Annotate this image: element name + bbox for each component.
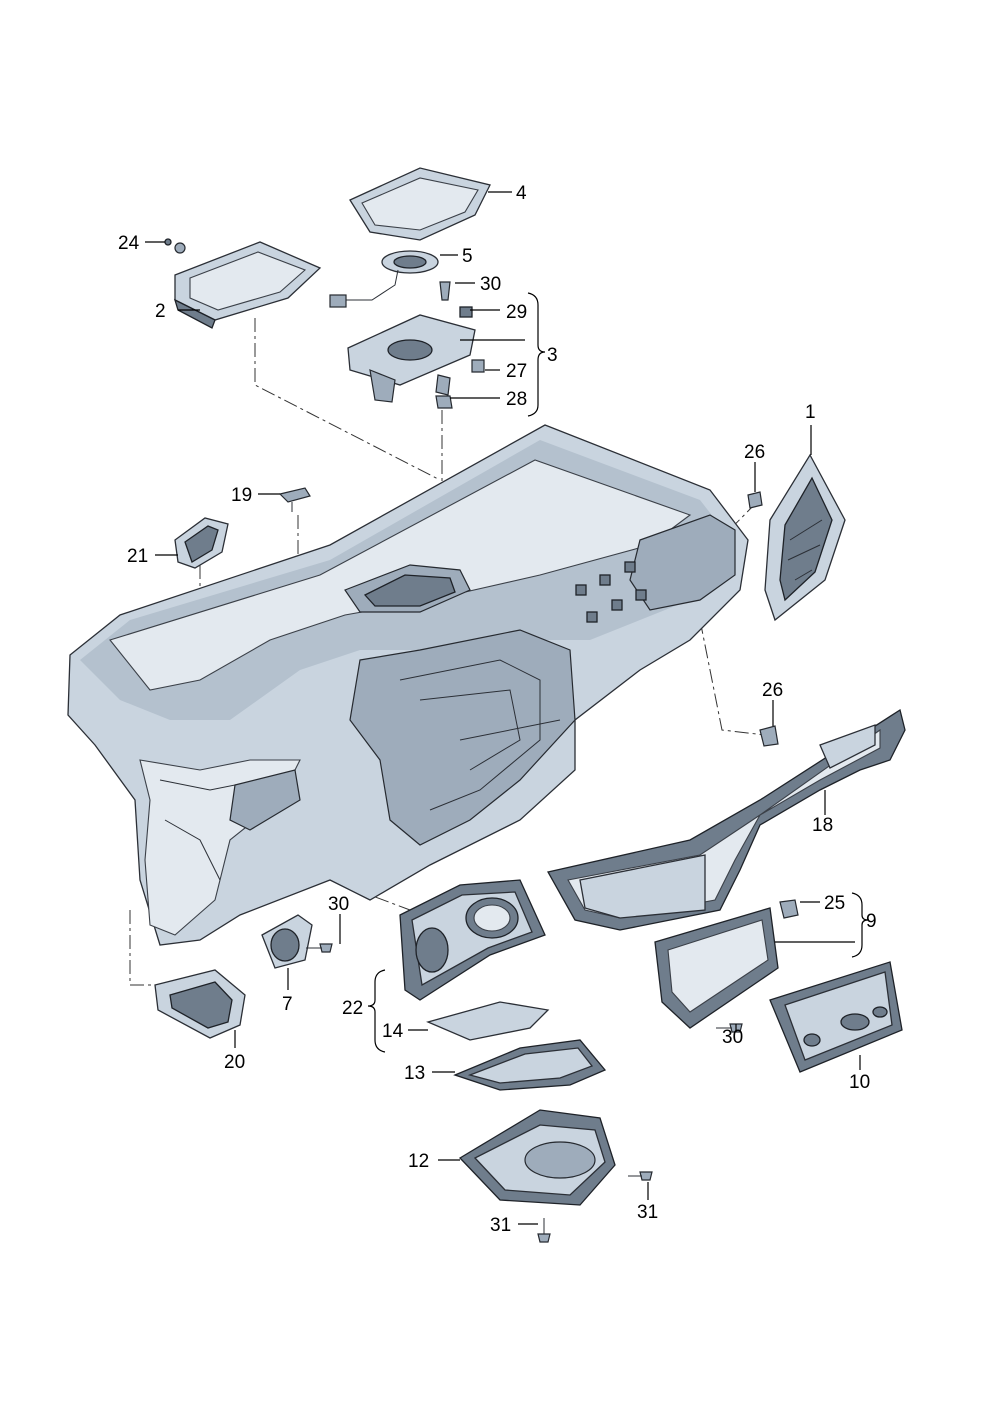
- callout-22: 22: [342, 998, 363, 1019]
- callout-14: 14: [382, 1021, 404, 1042]
- callout-20: 20: [224, 1052, 245, 1073]
- callout-27: 27: [506, 361, 527, 382]
- callout-5: 5: [462, 246, 473, 267]
- part-13-column-cover-upper: [453, 1039, 607, 1091]
- callout-12: 12: [408, 1151, 429, 1172]
- part-5-speaker: [329, 250, 439, 308]
- part-18-decor-trim: [547, 708, 906, 931]
- part-9-climate-frame: [654, 899, 799, 1029]
- dashboard-body: [67, 424, 749, 946]
- callout-19: 19: [231, 485, 252, 506]
- callout-21: 21: [127, 546, 148, 567]
- part-3-speaker-bracket: [347, 314, 476, 403]
- part-10-control-panel: [769, 961, 903, 1073]
- callout-9: 9: [866, 911, 877, 932]
- small-clips-group-3: [435, 281, 485, 409]
- callout-24: 24: [118, 233, 140, 254]
- part-19-clip: [278, 487, 311, 512]
- part-4-top-cover: [349, 167, 491, 241]
- callout-30-left: 30: [328, 894, 349, 915]
- screws: [306, 943, 743, 1243]
- callout-29: 29: [506, 302, 527, 323]
- part-22-instrument-cluster-trim: [399, 879, 546, 1001]
- callout-labels: 4 5 30 29 3 27 28 24 2 19 21 1 26 26 18 …: [118, 183, 877, 1236]
- part-12-column-cover-lower: [458, 1109, 616, 1206]
- part-2-storage-compartment: [164, 238, 322, 329]
- part-20-lower-vent: [154, 969, 246, 1039]
- callout-2: 2: [155, 301, 166, 322]
- callout-7: 7: [282, 994, 293, 1015]
- callout-30-top: 30: [480, 274, 501, 295]
- leader-lines: [145, 191, 869, 1225]
- callout-26-bottom: 26: [762, 680, 783, 701]
- callout-1: 1: [805, 402, 816, 423]
- callout-28: 28: [506, 389, 527, 410]
- callout-30-right: 30: [722, 1027, 743, 1048]
- part-7-switch-housing: [261, 914, 313, 969]
- part-14-cover-panel: [426, 1001, 550, 1041]
- callout-18: 18: [812, 815, 833, 836]
- callout-10: 10: [849, 1072, 870, 1093]
- part-26-clips: [747, 491, 779, 747]
- callout-3: 3: [547, 345, 558, 366]
- part-21-side-vent: [174, 517, 229, 569]
- callout-13: 13: [404, 1063, 425, 1084]
- callout-26-top: 26: [744, 442, 765, 463]
- callout-31-right: 31: [637, 1202, 658, 1223]
- part-1-side-trim: [764, 453, 846, 622]
- callout-25: 25: [824, 893, 845, 914]
- callout-4: 4: [516, 183, 527, 204]
- callout-31-left: 31: [490, 1215, 511, 1236]
